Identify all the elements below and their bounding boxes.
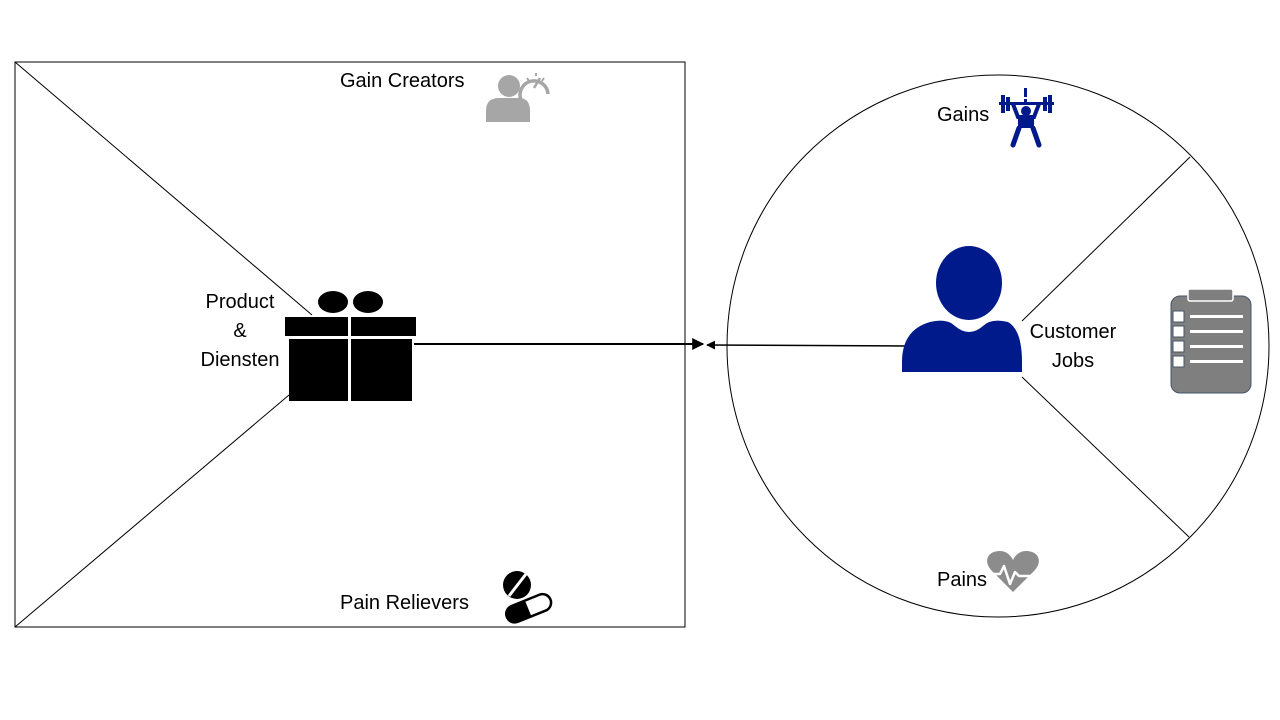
customer-jobs-label-line1: Customer — [1030, 321, 1117, 343]
pain-relievers-label: Pain Relievers — [340, 592, 469, 614]
customer-profile-circle — [726, 74, 1270, 618]
heart-pulse-icon — [985, 551, 1039, 592]
products-label-line2: & — [233, 320, 247, 342]
customer-profile: Gains Customer Jobs — [726, 74, 1270, 618]
customer-divider-top — [1021, 156, 1191, 322]
person-icon — [902, 246, 1022, 372]
customer-jobs-label-line2: Jobs — [1052, 350, 1094, 372]
clipboard-checklist-icon — [1170, 288, 1252, 394]
products-label-line1: Product — [206, 291, 275, 313]
pains-label: Pains — [937, 569, 987, 591]
fit-connector — [414, 338, 907, 350]
gains-label: Gains — [937, 104, 989, 126]
gift-box-icon — [285, 291, 416, 401]
pills-icon — [503, 571, 553, 624]
products-label-line3: Diensten — [201, 349, 280, 371]
value-map-diagonal-top — [14, 61, 313, 316]
arrow-to-value-map — [706, 340, 907, 350]
weightlifter-icon — [999, 88, 1054, 148]
customer-divider-bottom — [1021, 376, 1190, 538]
gain-creators-label: Gain Creators — [340, 70, 465, 92]
value-map-diagonal-bottom — [14, 394, 290, 628]
gain-creator-person-gauge-icon — [486, 73, 550, 122]
